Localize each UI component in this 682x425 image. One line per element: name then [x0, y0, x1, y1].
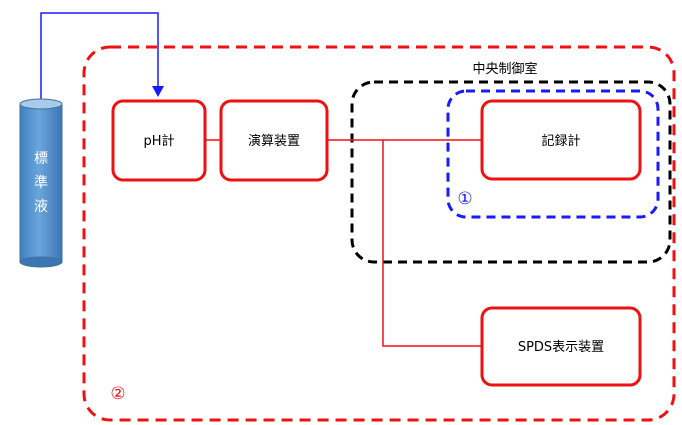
marker-2-label: ②: [110, 384, 125, 404]
calculator-label: 演算装置: [248, 133, 300, 149]
standard-solution-label-2: 準: [34, 175, 48, 191]
ph-meter-label: pH計: [143, 133, 174, 149]
control-room-label: 中央制御室: [472, 61, 537, 77]
outer-boundary-2: [82, 45, 676, 422]
recorder-boundary-1: [446, 89, 660, 219]
calculator-box: 演算装置: [219, 99, 329, 182]
marker-1-label: ①: [457, 189, 472, 209]
control-room-boundary: [350, 80, 672, 264]
spds-label: SPDS表示装置: [518, 340, 604, 355]
standard-solution-label-3: 液: [34, 199, 48, 215]
spds-box: SPDS表示装置: [480, 306, 642, 387]
standard-solution-label-1: 標: [34, 151, 48, 167]
recorder-label: 記録計: [541, 133, 580, 149]
standard-solution-cylinder: 標 準 液: [19, 98, 63, 268]
recorder-box: 記録計: [480, 99, 642, 181]
line-to-spds: [382, 140, 482, 347]
sample-line: [40, 12, 159, 100]
sample-line-arrowhead: [152, 86, 164, 97]
ph-meter-box: pH計: [111, 99, 207, 182]
